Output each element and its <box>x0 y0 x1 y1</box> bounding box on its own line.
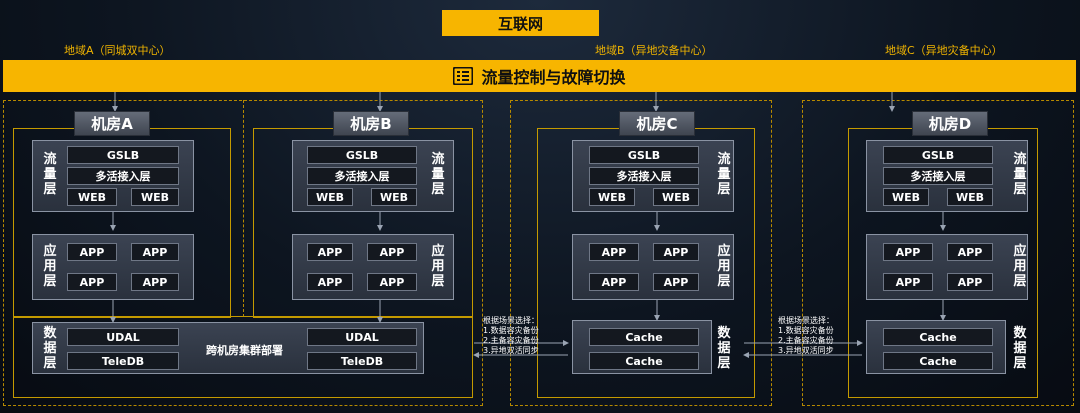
region-b-outline <box>510 100 772 406</box>
room-b-access-layer: 多活接入层 <box>307 167 417 185</box>
room-b-traffic-label: 流量层 <box>431 152 445 197</box>
region-a-divider <box>243 100 244 317</box>
room-c-access-layer: 多活接入层 <box>589 167 699 185</box>
room-c-traffic-label: 流量层 <box>717 152 731 197</box>
room-c-app-3: APP <box>589 273 639 291</box>
room-d-app-2: APP <box>947 243 993 261</box>
room-a-app-1: APP <box>67 243 117 261</box>
room-a-web-2: WEB <box>131 188 179 206</box>
room-c-app-4: APP <box>653 273 699 291</box>
room-d-app-3: APP <box>883 273 933 291</box>
room-b-app-4: APP <box>367 273 417 291</box>
room-a-gslb: GSLB <box>67 146 179 164</box>
room-a-app-2: APP <box>131 243 179 261</box>
traffic-control-label: 流量控制与故障切换 <box>481 68 626 87</box>
room-c-cache-2: Cache <box>589 352 699 370</box>
room-a-web-1: WEB <box>67 188 117 206</box>
room-c-web-2: WEB <box>653 188 699 206</box>
room-c-data-label: 数据层 <box>717 326 731 371</box>
room-c-app-2: APP <box>653 243 699 261</box>
room-b-app-3: APP <box>307 273 353 291</box>
shared-data-outline <box>13 316 473 398</box>
room-d-traffic-label: 流量层 <box>1013 152 1027 197</box>
room-b-app-label: 应用层 <box>431 244 445 289</box>
room-d-app-1: APP <box>883 243 933 261</box>
room-d-access-layer: 多活接入层 <box>883 167 993 185</box>
room-a-title: 机房A <box>74 111 150 136</box>
region-c-outline <box>802 100 1074 406</box>
room-d-app-label: 应用层 <box>1013 244 1027 289</box>
cross-room-cluster-label: 跨机房集群部署 <box>206 344 283 357</box>
sync-note-1: 根据场景选择： 1.数据容灾备份 2.主备容灾备份 3.异地双活同步 <box>483 316 539 355</box>
teledb-left: TeleDB <box>67 352 179 370</box>
room-a-app-label: 应用层 <box>43 244 57 289</box>
room-a-app-4: APP <box>131 273 179 291</box>
room-d-cache-2: Cache <box>883 352 993 370</box>
traffic-control-bar: 流量控制与故障切换 <box>3 60 1076 92</box>
region-c-label: 地域C（异地灾备中心） <box>885 44 1003 57</box>
teledb-right: TeleDB <box>307 352 417 370</box>
room-d-gslb: GSLB <box>883 146 993 164</box>
room-b-web-1: WEB <box>307 188 353 206</box>
room-d-web-1: WEB <box>883 188 929 206</box>
room-d-title: 机房D <box>912 111 988 136</box>
room-a-traffic-label: 流量层 <box>43 152 57 197</box>
region-a-label: 地域A（同城双中心） <box>64 44 171 57</box>
sync-note-2: 根据场景选择： 1.数据容灾备份 2.主备容灾备份 3.异地双活同步 <box>778 316 834 355</box>
room-d-app-4: APP <box>947 273 993 291</box>
room-c-web-1: WEB <box>589 188 635 206</box>
region-b-label: 地域B（异地灾备中心） <box>595 44 713 57</box>
list-icon <box>453 67 474 85</box>
room-a-access-layer: 多活接入层 <box>67 167 179 185</box>
room-b-title: 机房B <box>333 111 409 136</box>
room-c-cache-1: Cache <box>589 328 699 346</box>
room-b-web-2: WEB <box>371 188 417 206</box>
room-a-app-3: APP <box>67 273 117 291</box>
room-c-gslb: GSLB <box>589 146 699 164</box>
internet-box: 互联网 <box>442 10 599 36</box>
udal-left: UDAL <box>67 328 179 346</box>
room-c-title: 机房C <box>619 111 695 136</box>
room-b-app-2: APP <box>367 243 417 261</box>
room-d-cache-1: Cache <box>883 328 993 346</box>
room-b-app-1: APP <box>307 243 353 261</box>
room-d-web-2: WEB <box>947 188 993 206</box>
udal-right: UDAL <box>307 328 417 346</box>
room-d-data-label: 数据层 <box>1013 326 1027 371</box>
room-b-gslb: GSLB <box>307 146 417 164</box>
room-c-app-label: 应用层 <box>717 244 731 289</box>
shared-data-label: 数据层 <box>43 326 57 371</box>
room-c-app-1: APP <box>589 243 639 261</box>
